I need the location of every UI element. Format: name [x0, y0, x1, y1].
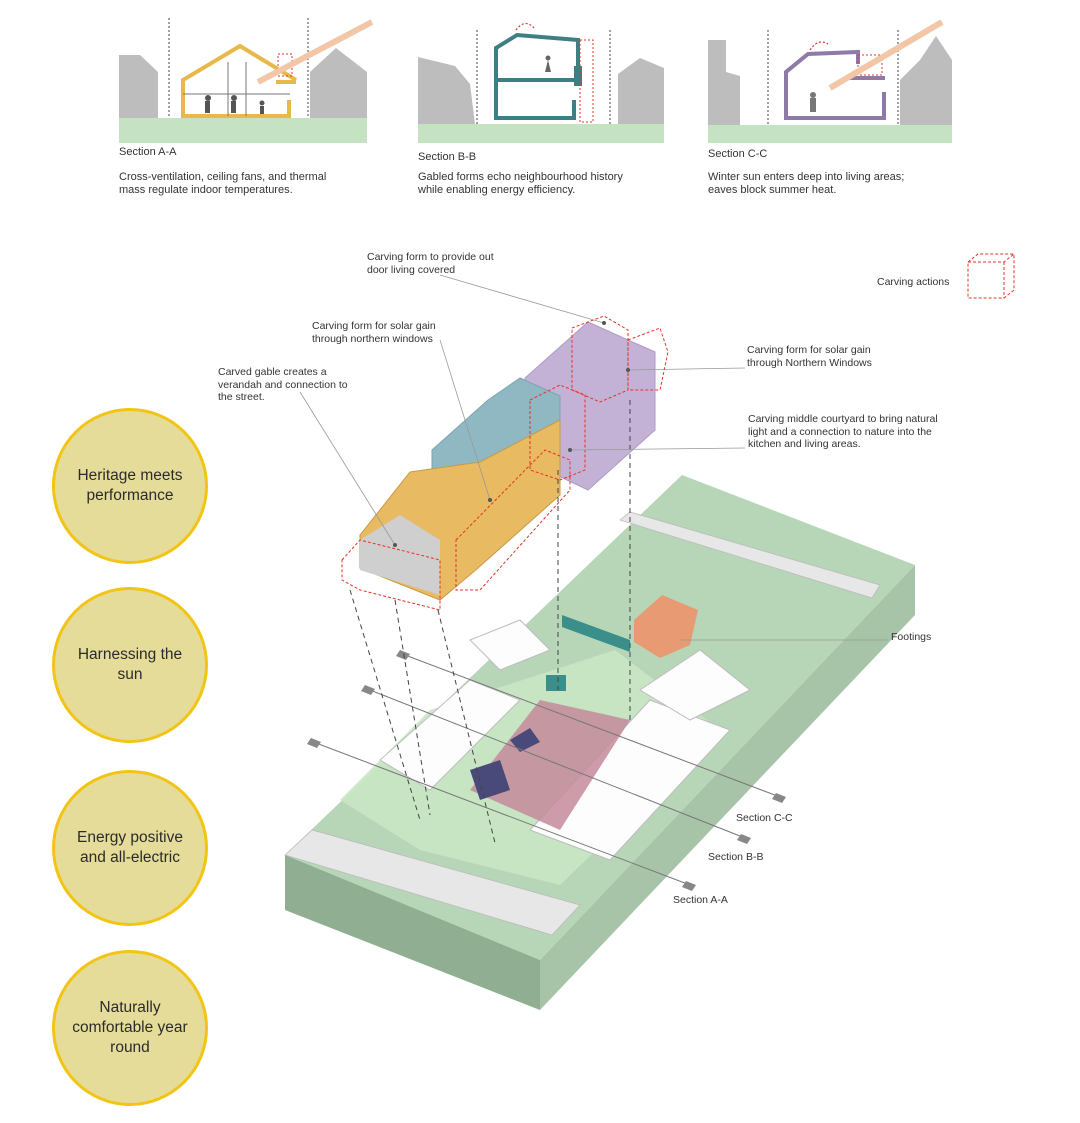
annotation-courtyard-line3: kitchen and living areas. [748, 438, 861, 450]
section-a-desc-line2: mass regulate indoor temperatures. [119, 184, 293, 196]
section-c-description: Winter sun enters deep into living areas… [708, 171, 904, 197]
section-b-label: Section B-B [418, 151, 477, 163]
annotation-solar-northern: Carving form for solar gain through nort… [312, 320, 436, 345]
annotation-courtyard: Carving middle courtyard to bring natura… [748, 413, 938, 451]
principle-energy-line2: and all-electric [80, 849, 180, 866]
principle-comfort-line1: Naturally [99, 999, 161, 1016]
section-c-desc-line2: eaves block summer heat. [708, 184, 837, 196]
legend-label: Carving actions [877, 276, 950, 288]
section-c-drawing [708, 19, 952, 143]
principle-energy-text: Energy positive and all-electric [65, 828, 195, 868]
annotation-solar-northern-2: Carving form for solar gain through Nort… [747, 344, 872, 369]
principle-comfort-line3: round [110, 1039, 150, 1056]
dashed-cube-icon [967, 253, 1015, 299]
annotation-footings: Footings [891, 631, 932, 643]
section-b-desc-line2: while enabling energy efficiency. [418, 184, 576, 196]
annotation-courtyard-line1: Carving middle courtyard to bring natura… [748, 413, 938, 425]
section-a-label: Section A-A [119, 146, 177, 158]
section-a-cut-label: Section A-A [673, 894, 728, 906]
principle-heritage-line2: performance [86, 487, 174, 504]
annotation-outdoor-line1: Carving form to provide out [367, 251, 494, 263]
section-a-desc-line1: Cross-ventilation, ceiling fans, and the… [119, 171, 327, 183]
site-axonometric [284, 475, 915, 1010]
principle-sun-text: Harnessing the sun [77, 646, 183, 683]
section-c-cut-label: Section C-C [736, 812, 793, 824]
annotation-solar-line1: Carving form for solar gain [312, 320, 436, 332]
principle-sun: Harnessing the sun [52, 587, 208, 743]
principle-heritage-text: Heritage meets performance [65, 466, 194, 506]
section-b-description: Gabled forms echo neighbourhood history … [418, 171, 623, 197]
principle-energy-line1: Energy positive [77, 829, 183, 846]
principle-heritage: Heritage meets performance [52, 408, 208, 564]
house-massing [299, 274, 746, 844]
annotation-solar-line2: through northern windows [312, 332, 433, 345]
section-b-drawing [418, 22, 664, 143]
annotation-carved-gable: Carved gable creates a verandah and conn… [218, 366, 348, 404]
section-a-drawing [119, 18, 374, 143]
annotation-courtyard-line2: light and a connection to nature into th… [748, 425, 932, 438]
principle-comfort-line2: comfortable year [72, 1019, 188, 1036]
annotation-gable-line2: verandah and connection to [218, 378, 348, 391]
section-c-label: Section C-C [708, 148, 768, 160]
annotation-gable-line3: the street. [218, 391, 265, 403]
section-b-cut-label: Section B-B [708, 851, 764, 863]
annotation-solar2-line1: Carving form for solar gain [747, 344, 871, 356]
annotation-solar2-line2: through Northern Windows [747, 356, 872, 369]
principle-heritage-line1: Heritage meets [77, 467, 183, 484]
principle-comfort: Naturally comfortable year round [52, 950, 208, 1106]
annotation-outdoor-living: Carving form to provide out door living … [367, 251, 494, 276]
section-a-description: Cross-ventilation, ceiling fans, and the… [119, 171, 326, 197]
section-c-desc-line1: Winter sun enters deep into living areas… [708, 171, 905, 183]
principle-comfort-text: Naturally comfortable year round [60, 998, 199, 1058]
annotation-gable-line1: Carved gable creates a [218, 366, 327, 378]
annotation-outdoor-line2: door living covered [367, 263, 456, 276]
principle-energy: Energy positive and all-electric [52, 770, 208, 926]
section-b-desc-line1: Gabled forms echo neighbourhood history [418, 171, 623, 183]
